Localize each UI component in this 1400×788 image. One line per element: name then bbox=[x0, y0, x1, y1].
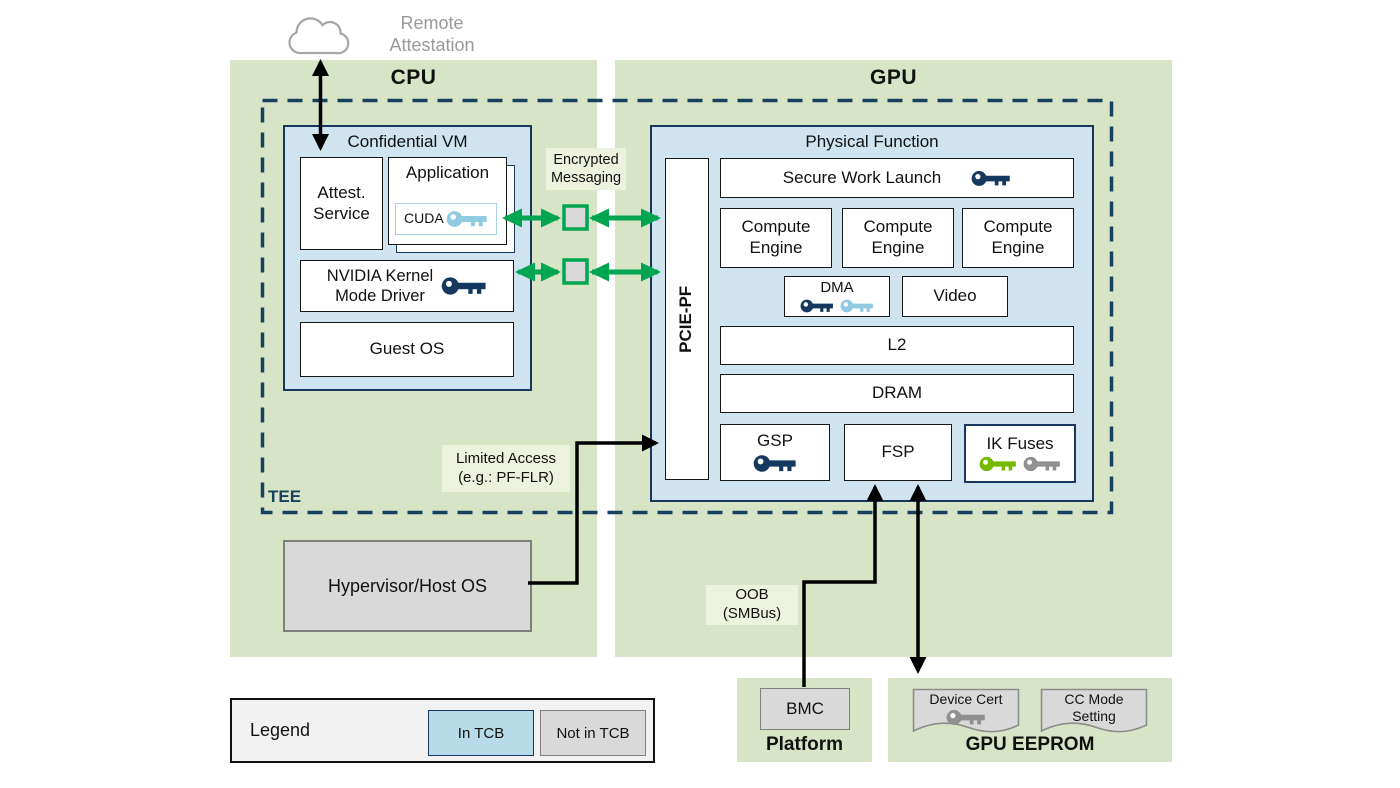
device-cert-label: Device Cert bbox=[929, 691, 1003, 707]
compute-engine-box: Compute Engine bbox=[720, 208, 832, 268]
cpu-title: CPU bbox=[390, 66, 437, 89]
legend-title: Legend bbox=[250, 720, 311, 740]
key-icon bbox=[441, 277, 486, 295]
bmc-box: BMC bbox=[760, 688, 850, 730]
physical-function-title: Physical Function bbox=[805, 132, 939, 151]
gsp-box: GSP bbox=[720, 424, 830, 481]
document-icon bbox=[912, 688, 1020, 733]
cc-mode-label: CC Mode Setting bbox=[1064, 691, 1124, 724]
platform-panel: BMC Platform bbox=[737, 678, 872, 762]
application-label: Application bbox=[405, 163, 490, 182]
fsp-box: FSP bbox=[844, 424, 952, 481]
dram-box: DRAM bbox=[720, 374, 1074, 413]
guest-os-box: Guest OS bbox=[300, 322, 514, 377]
device-cert-doc: Device Cert bbox=[912, 688, 1020, 736]
cloud-icon bbox=[288, 17, 350, 55]
platform-title: Platform bbox=[765, 734, 844, 755]
compute-engine-box: Compute Engine bbox=[842, 208, 954, 268]
tee-label: TEE bbox=[268, 487, 302, 506]
dma-box: DMA bbox=[784, 276, 890, 317]
key-icon bbox=[1023, 457, 1060, 472]
legend-box: Legend In TCB Not in TCB bbox=[230, 698, 655, 763]
cc-mode-doc: CC Mode Setting bbox=[1040, 688, 1148, 736]
ik-fuses-box: IK Fuses bbox=[964, 424, 1076, 483]
dma-label: DMA bbox=[820, 278, 854, 296]
physical-function-box: Physical Function PCIE-PF Secure Work La… bbox=[650, 125, 1094, 502]
confidential-vm-title: Confidential VM bbox=[347, 132, 468, 151]
cuda-box: CUDA bbox=[395, 203, 497, 235]
key-icon bbox=[800, 299, 833, 313]
confidential-vm-box: Confidential VM Attest. Service Applicat… bbox=[283, 125, 532, 391]
kernel-driver-label: NVIDIA Kernel Mode Driver bbox=[326, 266, 434, 305]
pcie-pf-label: PCIE-PF bbox=[676, 285, 696, 353]
ik-fuses-label: IK Fuses bbox=[986, 433, 1054, 453]
pcie-pf-box: PCIE-PF bbox=[665, 158, 709, 480]
key-icon bbox=[971, 170, 1010, 186]
gsp-label: GSP bbox=[757, 431, 793, 451]
key-icon bbox=[979, 457, 1016, 472]
oob-smbus-label: OOB (SMBus) bbox=[706, 585, 798, 625]
compute-engine-box: Compute Engine bbox=[962, 208, 1074, 268]
document-icon bbox=[1040, 688, 1148, 733]
key-icon bbox=[753, 455, 796, 472]
legend-in-tcb-swatch: In TCB bbox=[428, 710, 534, 756]
key-icon bbox=[446, 211, 487, 227]
secure-work-launch-box: Secure Work Launch bbox=[720, 158, 1074, 198]
attest-service-box: Attest. Service bbox=[300, 157, 383, 250]
key-icon bbox=[946, 710, 985, 725]
encrypted-messaging-label: Encrypted Messaging bbox=[546, 148, 626, 190]
secure-work-launch-label: Secure Work Launch bbox=[782, 167, 942, 187]
remote-attestation-label: Remote Attestation bbox=[389, 13, 475, 55]
legend-not-in-tcb-swatch: Not in TCB bbox=[540, 710, 646, 756]
gpu-eeprom-title: GPU EEPROM bbox=[965, 734, 1095, 755]
key-icon bbox=[840, 299, 873, 313]
gpu-eeprom-panel: Device Cert CC Mode Setting GPU EEPROM bbox=[888, 678, 1172, 762]
l2-box: L2 bbox=[720, 326, 1074, 365]
kernel-driver-box: NVIDIA Kernel Mode Driver bbox=[300, 260, 514, 312]
gpu-title: GPU bbox=[869, 66, 917, 89]
cuda-label: CUDA bbox=[404, 210, 444, 227]
hypervisor-box: Hypervisor/Host OS bbox=[283, 540, 532, 632]
limited-access-label: Limited Access (e.g.: PF-FLR) bbox=[442, 445, 570, 492]
application-box: Application CUDA bbox=[388, 157, 507, 245]
video-box: Video bbox=[902, 276, 1008, 317]
